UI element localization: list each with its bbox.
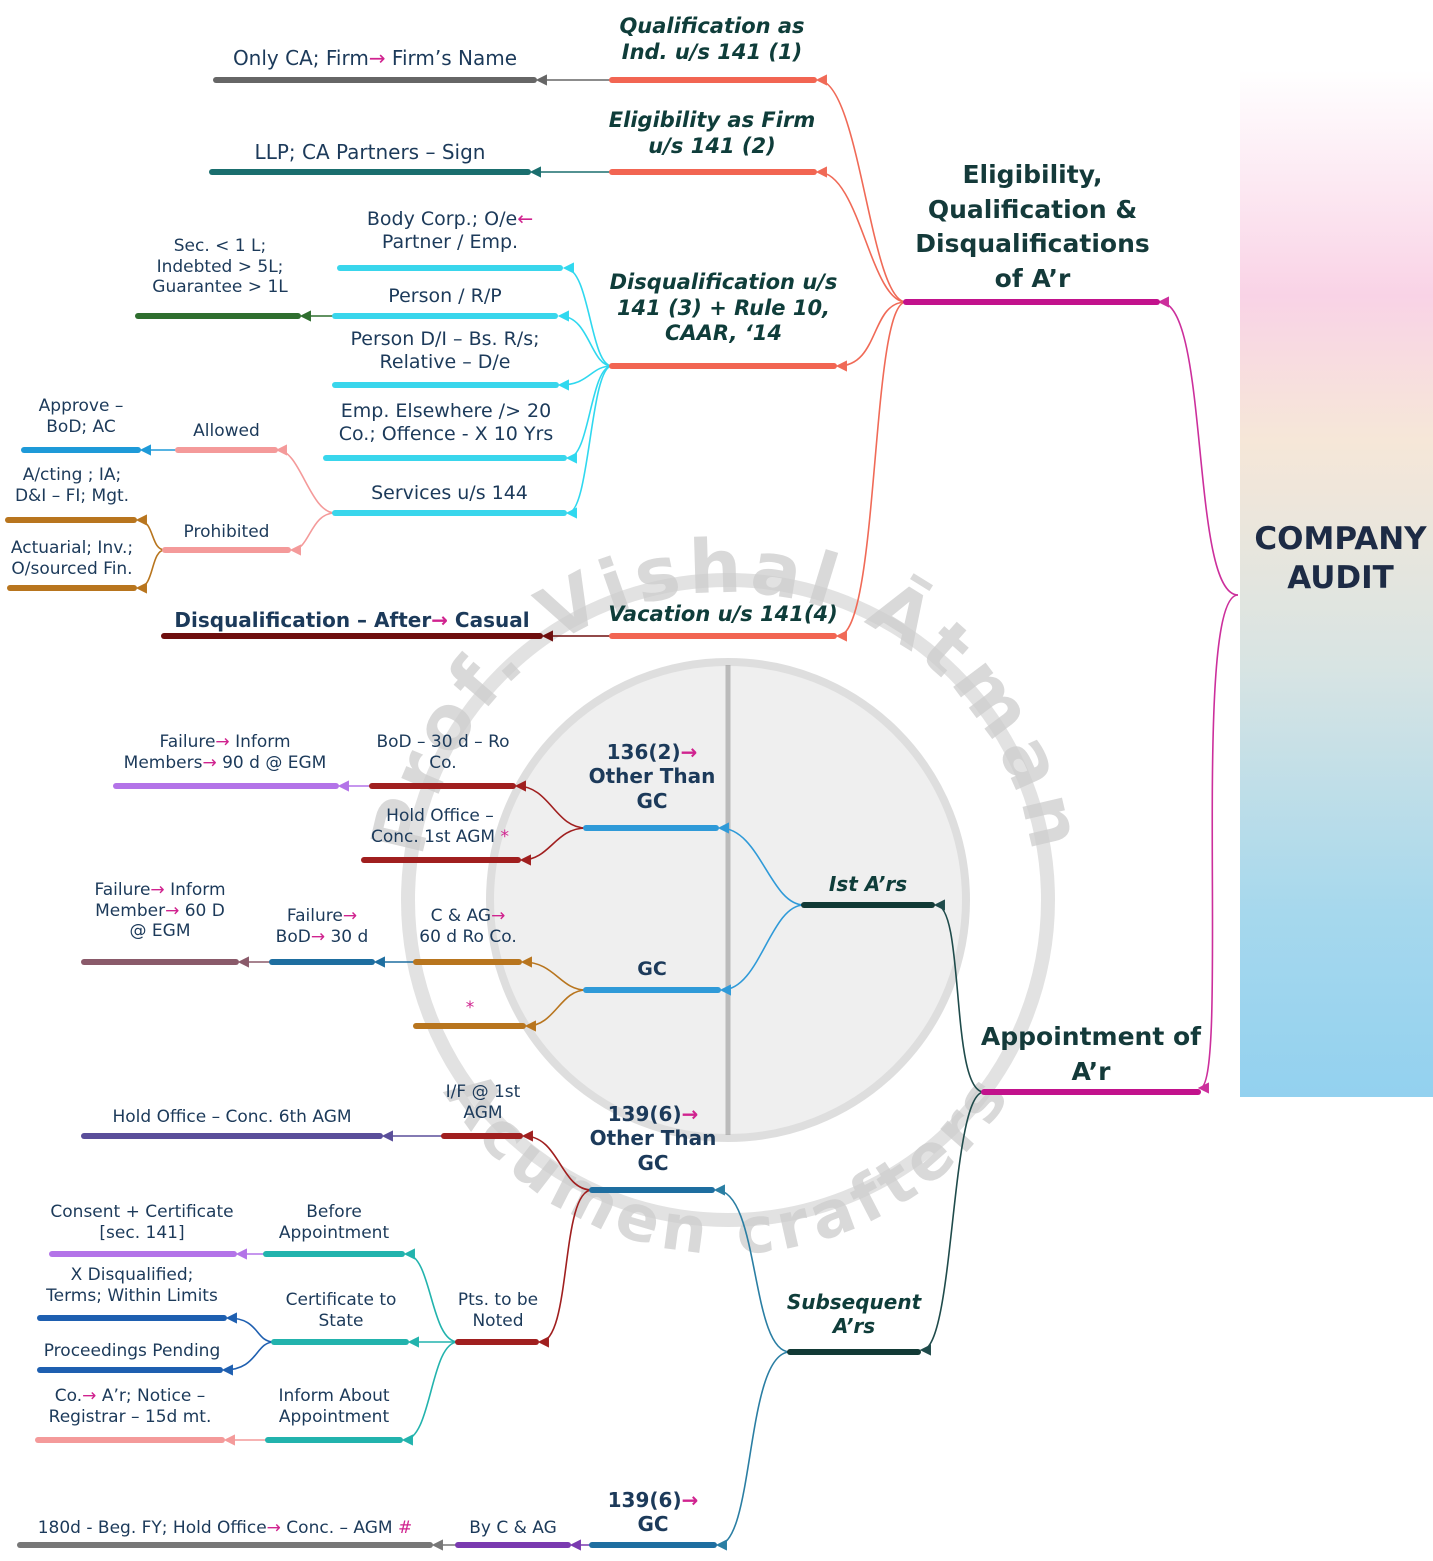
wire-prohibited-1 [135,514,166,551]
wire-sub-139 [713,1184,791,1353]
wire-services-allowed [275,444,336,514]
wire-first-136 [717,822,805,906]
appointment-title: Appointment of A’r [980,1022,1202,1086]
eligibility-title: Eligibility, Qualification & Disqualific… [915,160,1150,293]
arrow-right-icon: → [342,906,358,926]
allowed-label: Allowed [193,421,260,441]
if-agm-label: I/F @ 1st AGM [445,1082,521,1123]
arrow-right-icon: → [680,740,698,764]
wire-points-inform [401,1341,459,1446]
s136-title: 136(2)→ Other Than GC [588,740,716,813]
bod-detail: Failure→ Inform Members→ 90 d @ EGM [123,732,327,773]
wire-139-points [537,1189,593,1348]
arrow-right-icon: → [368,46,386,70]
failure-label: Failure→ BoD→ 30 d [275,906,369,947]
wire-gc-star [524,989,587,1032]
prohibited-label: Prohibited [183,522,270,542]
inform-app-label: Inform About Appointment [278,1386,390,1427]
wire-disq-persondi [557,365,613,391]
bodycorp-label: Body Corp.; O/e← Partner / Emp. [366,208,534,254]
persondi-label: Person D/I – Bs. R/s; Relative – D/e [350,328,540,374]
wire-elig-disq [835,301,907,372]
before-detail: Consent + Certificate [sec. 141] [50,1202,234,1243]
wire-elig-vacation [835,301,907,642]
hold-label: Hold Office – Conc. 1st AGM * [370,806,510,847]
wire-first-gc [719,904,805,996]
star-mark: * [465,998,475,1018]
person-rp-label: Person / R/P [388,285,502,307]
bod-label: BoD – 30 d – Ro Co. [376,732,510,773]
vacation-detail: Disqualification – After→ Casual [174,608,530,632]
person-rp-detail: Sec. < 1 L; Indebted > 5L; Guarantee > 1… [152,236,288,298]
firm-title: Eligibility as Firm u/s 141 (2) [608,108,816,158]
services-label: Services u/s 144 [371,482,528,504]
wire-elig-firm [815,166,907,303]
wire-139-if [521,1130,593,1191]
root-panel [1240,70,1433,1097]
arrow-right-icon: → [681,1488,699,1512]
arrow-right-icon: → [491,906,506,926]
prohibited-1: A/cting ; IA; D&I – FI; Mgt. [14,465,130,506]
wire-elig-qualification [815,74,907,303]
inform-app-detail: Co.→ A’r; Notice – Registrar – 15d mt. [48,1386,212,1427]
wire-app-first [933,899,985,1093]
wire-disq-services [565,365,613,519]
wire-disq-emp [565,365,613,464]
emp-label: Emp. Elsewhere /> 20 Co.; Offence - X 10… [338,400,554,446]
arrow-right-icon: → [310,926,326,947]
allowed-detail: Approve – BoD; AC [38,396,124,437]
wire-points-before [403,1248,459,1343]
wire-services-prohibited [289,512,336,556]
subsequent-title: Subsequent A’rs [786,1290,922,1339]
s139-title: 139(6)→ Other Than GC [589,1102,717,1175]
wire-disq-bodycorp [562,262,613,367]
arrow-right-icon: → [266,1518,281,1538]
points-label: Pts. to be Noted [457,1290,539,1331]
wire-gc-cag [520,956,587,991]
hold6-label: Hold Office – Conc. 6th AGM [112,1107,352,1127]
qualification-title: Qualification as Ind. u/s 141 (1) [619,14,805,64]
s139gc-title: 139(6)→ GC [607,1488,699,1537]
cert-label: Certificate to State [285,1290,397,1331]
root-title: COMPANY AUDIT [1254,521,1427,596]
disq-title: Disqualification u/s 141 (3) + Rule 10, … [609,270,838,346]
arrow-right-icon: → [82,1386,97,1406]
prohibited-2: Actuarial; Inv.; O/sourced Fin. [10,538,134,579]
wire-sub-gc [715,1351,791,1551]
wire-root-appointment [1197,594,1239,1094]
cag-label: C & AG→ 60 d Ro Co. [419,906,517,947]
arrow-right-icon: → [165,900,180,921]
bycag-detail: 180d - Beg. FY; Hold Office→ Conc. – AGM… [37,1518,413,1538]
first-title: Ist A’rs [828,872,908,896]
wire-cert-2 [221,1341,275,1376]
wire-136-bod [514,780,587,829]
before-label: Before Appointment [278,1202,390,1243]
inform-member: Failure→ Inform Member→ 60 D @ EGM [94,880,226,942]
arrow-right-icon: → [431,608,448,632]
bycag-label: By C & AG [469,1518,557,1538]
cert-1: X Disqualified; Terms; Within Limits [46,1265,218,1306]
wire-root-eligibility [1157,296,1239,596]
wire-136-hold [519,827,587,866]
wire-app-subsequent [919,1091,985,1356]
firm-detail: LLP; CA Partners – Sign [254,140,486,164]
arrow-left-icon: ← [517,208,534,230]
wire-prohibited-2 [135,549,166,594]
vacation-title: Vacation u/s 141(4) [608,602,838,626]
arrow-right-icon: → [215,732,230,752]
wire-disq-person [557,310,613,367]
wire-cert-1 [225,1312,275,1343]
cert-2: Proceedings Pending [43,1341,221,1361]
arrow-right-icon: → [150,880,165,900]
arrow-right-icon: → [681,1102,699,1126]
arrow-right-icon: → [202,752,217,773]
gc-title: GC [637,958,667,980]
qualification-detail: Only CA; Firm→ Firm’s Name [232,46,518,70]
